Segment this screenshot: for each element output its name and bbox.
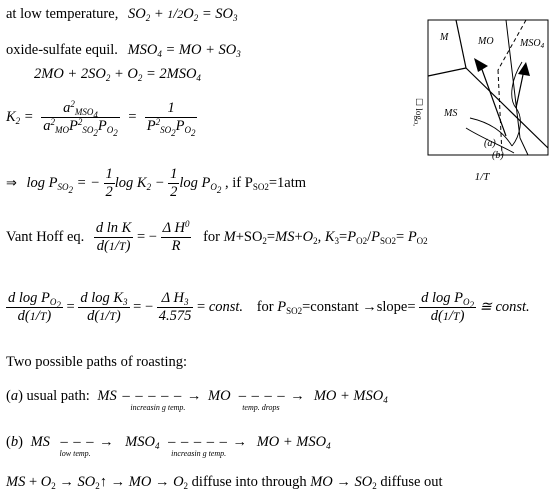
label-path-b: (b)	[492, 150, 504, 161]
y-axis-label: ☐ logO₂	[412, 98, 424, 126]
vanthoff-equation: Vant Hoff eq. d ln K d(1/T) = − Δ H0 R f…	[6, 219, 428, 255]
path-b: (b) MS – – – → low temp. MSO4 – – – – – …	[6, 434, 331, 458]
path-a: (a) usual path: MS – – – – – → increasin…	[6, 388, 388, 412]
label-ms: MS	[443, 108, 457, 119]
phase-diagram: M MO MSO4 MS (a) (b) ☐ logO₂ 1/T	[402, 18, 552, 183]
k2-equation: K2 = a2MSO4 a2MOP2SO2PO2 = 1 P2SO2PO2	[6, 99, 198, 138]
vanthoff-label: Vant Hoff eq.	[6, 228, 85, 245]
line-1-equation: SO2 + 1/2O2 = SO3	[127, 6, 238, 23]
label-mo: MO	[477, 36, 494, 47]
label-path-a: (a)	[484, 138, 496, 149]
line-2-text: oxide-sulfate equil.	[6, 42, 118, 58]
line-1-text: at low temperature,	[6, 6, 119, 22]
label-mso4: MSO4	[519, 38, 545, 50]
x-axis-label: 1/T	[475, 171, 491, 183]
line-3-equation: 2MO + 2SO2 + O2 = 2MSO4	[34, 66, 201, 83]
last-line: MS + O2 → SO2↑ → MO → O2 diffuse into th…	[6, 474, 443, 491]
paths-title: Two possible paths of roasting:	[6, 354, 188, 370]
line-2-equation: MSO4 = MO + SO3	[127, 42, 241, 59]
line-2: oxide-sulfate equil. MSO4 = MO + SO3	[6, 42, 241, 59]
slope-equation: d log PO2 d(1/T) = d log K3 d(1/T) = − Δ…	[6, 290, 530, 324]
label-m: M	[439, 32, 449, 43]
line-1: at low temperature, SO2 + 1/2O2 = SO3	[6, 6, 238, 23]
